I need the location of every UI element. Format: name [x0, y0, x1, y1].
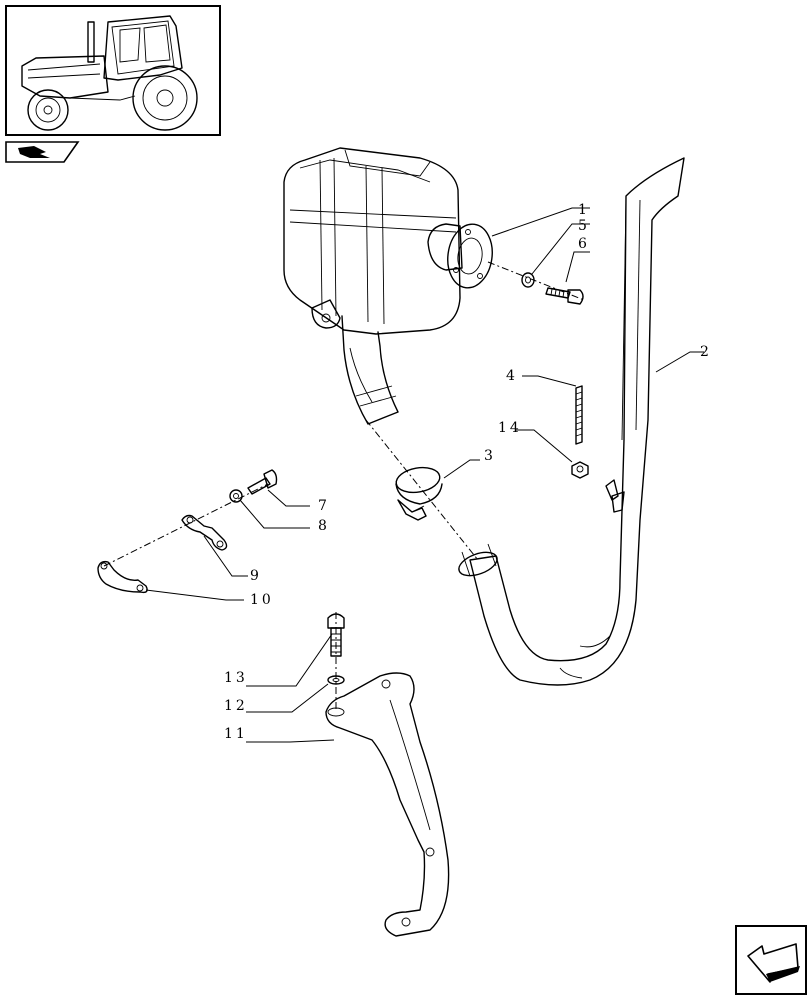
- callout-5: 5: [578, 218, 590, 234]
- stud-4: [575, 385, 583, 445]
- callout-12: 12: [224, 698, 248, 714]
- callout-4: 4: [506, 368, 518, 384]
- callout-9: 9: [250, 568, 262, 584]
- callout-10: 10: [250, 592, 274, 608]
- callout-13: 13: [224, 670, 248, 686]
- callout-6: 6: [578, 236, 590, 252]
- leader-lines: [145, 207, 704, 743]
- washer-8: [229, 489, 243, 503]
- nut-14: [571, 461, 589, 479]
- clamp-half-9: [181, 514, 228, 551]
- callout-1: 1: [578, 202, 590, 218]
- callout-2: 2: [700, 344, 712, 360]
- callout-3: 3: [484, 448, 496, 464]
- next-page-arrow-icon[interactable]: [735, 925, 807, 995]
- support-bracket-11: [325, 672, 450, 937]
- muffler: [283, 147, 493, 425]
- assembly-lines: [103, 261, 585, 712]
- exhaust-pipe: [458, 157, 685, 686]
- clamp-3: [395, 466, 443, 521]
- callout-labels: 1 5 6 2 4 14 3 7 8 9 10 13 12 11: [224, 202, 712, 742]
- callout-14: 14: [498, 420, 522, 436]
- bolt-6: [545, 287, 584, 305]
- book-arrow-icon[interactable]: [5, 141, 80, 163]
- callout-8: 8: [318, 518, 330, 534]
- tractor-thumbnail-icon: [21, 15, 198, 131]
- clamp-half-10: [97, 560, 148, 594]
- callout-7: 7: [318, 498, 330, 514]
- callout-11: 11: [224, 726, 248, 742]
- bolt-7: [247, 469, 278, 495]
- bolt-13: [327, 613, 345, 657]
